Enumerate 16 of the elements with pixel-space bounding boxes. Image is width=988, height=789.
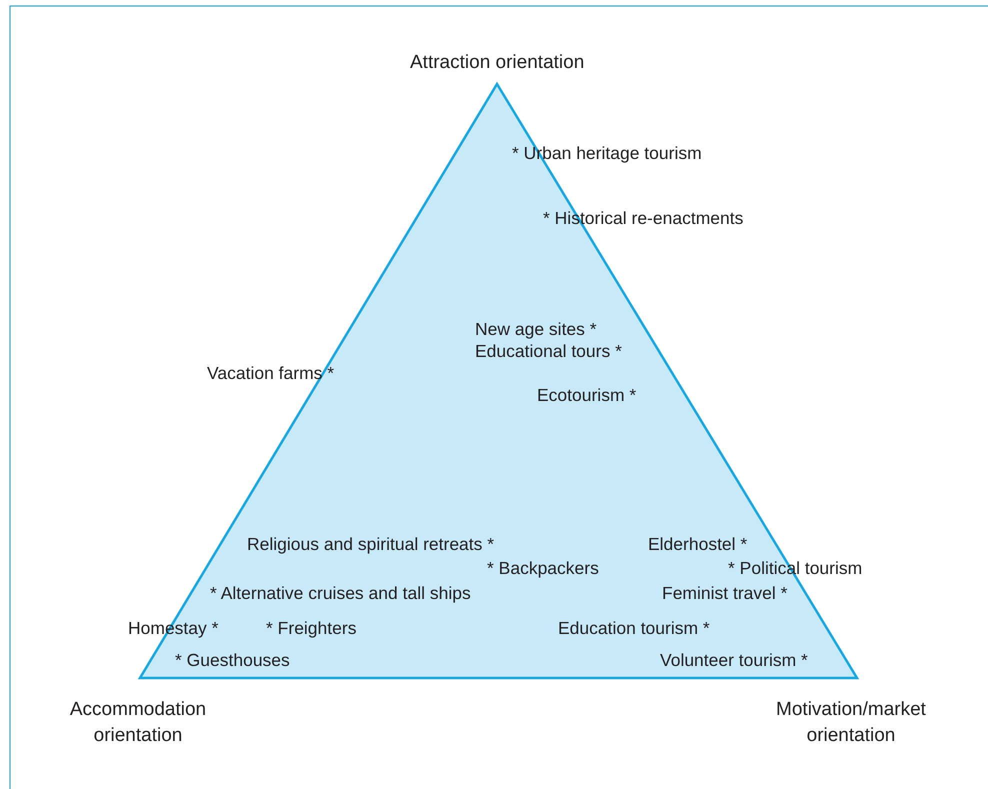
category-label: Elderhostel * <box>648 533 748 555</box>
axis-label: Attraction orientation <box>410 52 584 74</box>
category-label: Volunteer tourism * <box>660 649 808 671</box>
category-label: Religious and spiritual retreats * <box>247 533 494 555</box>
category-label: * Freighters <box>266 617 356 639</box>
axis-label: Accommodation orientation <box>68 698 208 748</box>
category-label: Education tourism * <box>558 617 710 639</box>
category-label: Ecotourism * <box>537 384 636 406</box>
category-label: Educational tours * <box>475 340 622 362</box>
category-label: * Alternative cruises and tall ships <box>210 582 471 604</box>
category-label: Feminist travel * <box>662 582 788 604</box>
category-label: Vacation farms * <box>207 362 334 384</box>
axis-label: Motivation/market orientation <box>775 698 927 748</box>
category-label: New age sites * <box>475 318 597 340</box>
category-label: * Backpackers <box>487 557 599 579</box>
category-label: * Guesthouses <box>175 649 290 671</box>
